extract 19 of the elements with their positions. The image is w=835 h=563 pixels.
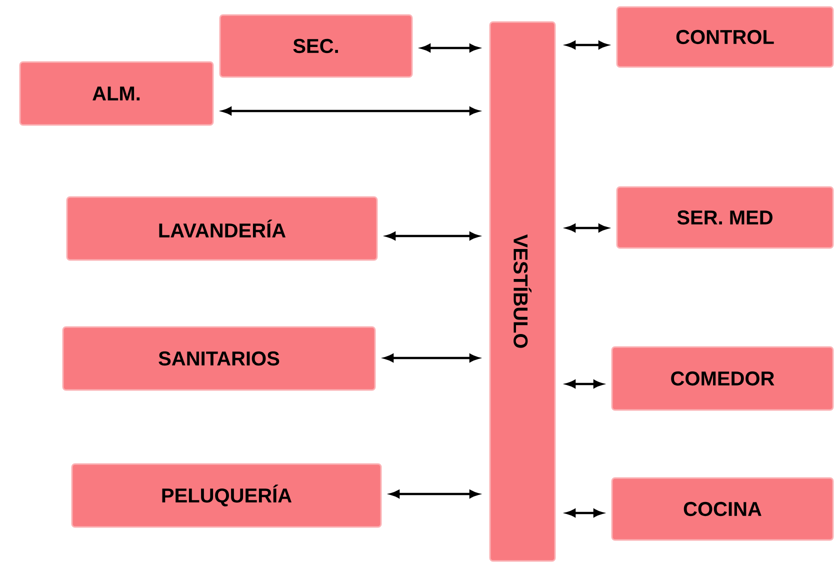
room-box: SANITARIOS [62, 326, 376, 391]
double-arrow [421, 44, 479, 52]
double-arrow [386, 232, 479, 240]
room-box: COCINA [611, 477, 834, 541]
double-arrow [390, 490, 479, 498]
room-box: SER. MED [616, 186, 834, 249]
room-box: ALM. [19, 61, 214, 126]
double-arrow [566, 508, 603, 518]
room-box: CONTROL [616, 6, 834, 68]
double-arrow [384, 354, 479, 362]
double-arrow [566, 40, 608, 50]
double-arrow [566, 224, 608, 232]
room-box: SEC. [219, 14, 413, 78]
double-arrow [222, 106, 479, 116]
room-box: PELUQUERÍA [71, 463, 382, 528]
hall-bar: VESTÍBULO [489, 21, 556, 562]
room-box: LAVANDERÍA [66, 196, 378, 261]
double-arrow [566, 380, 603, 388]
room-box: COMEDOR [611, 346, 834, 411]
